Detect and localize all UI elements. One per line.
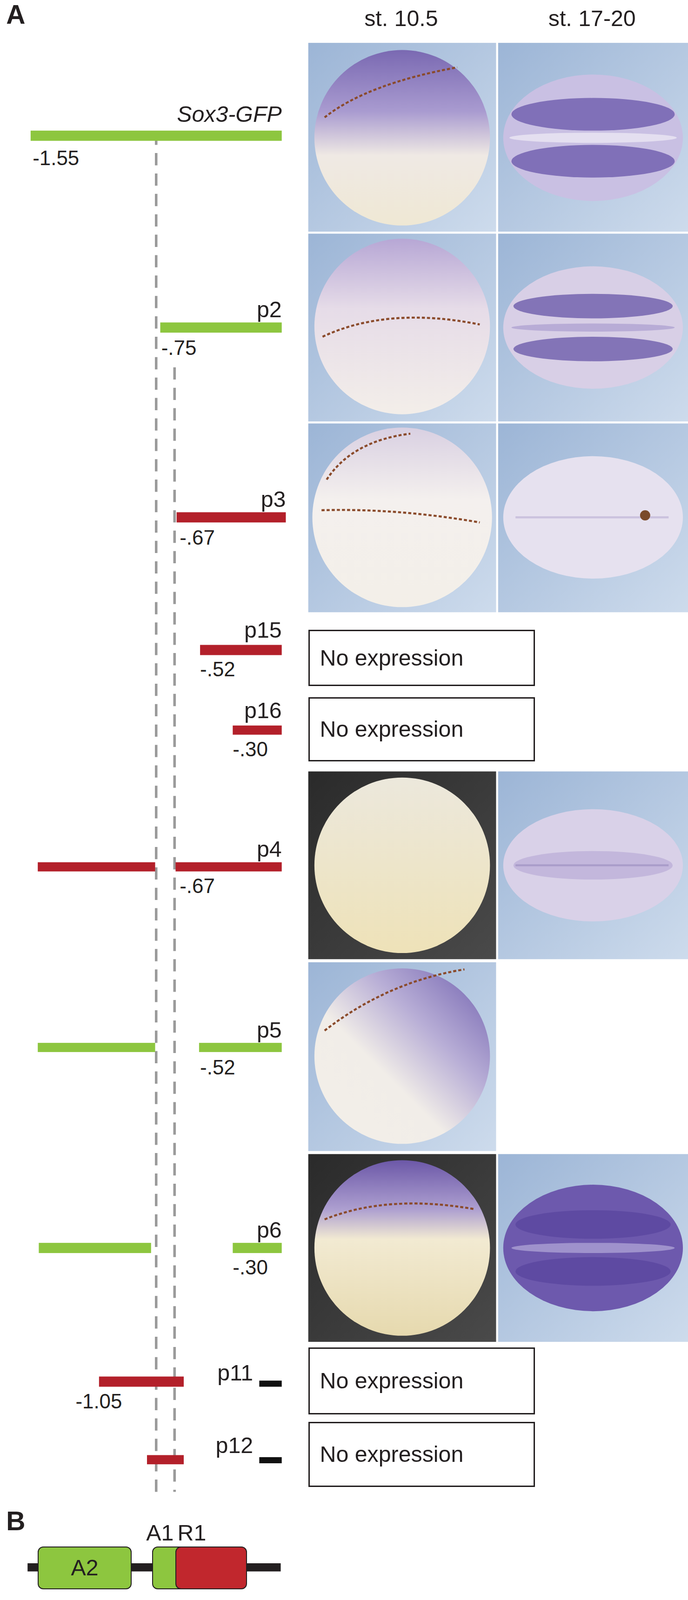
- construct-name: p3: [260, 487, 287, 512]
- element-name: A1: [146, 1520, 174, 1546]
- construct-bar: [232, 1242, 282, 1254]
- neural-stain: [513, 293, 673, 319]
- construct-name: p2: [256, 297, 282, 322]
- construct-bar: [37, 862, 155, 872]
- result-text: No expression: [320, 645, 464, 671]
- construct-bar: [232, 725, 282, 735]
- photo-background: [498, 1154, 688, 1343]
- pigment-line: [324, 67, 458, 118]
- result-text: No expression: [320, 1368, 464, 1394]
- neural-stain: [515, 1257, 671, 1286]
- position-label: -.75: [161, 336, 197, 360]
- guide-line: [154, 132, 158, 1492]
- construct-name: p4: [256, 836, 282, 862]
- result-text: No expression: [320, 716, 464, 742]
- photo-background: [498, 771, 688, 960]
- position-label: -.67: [179, 526, 215, 549]
- position-label: -.52: [200, 658, 236, 681]
- embryo: [503, 456, 683, 579]
- position-label: -1.55: [32, 146, 80, 170]
- construct-name: p16: [244, 698, 282, 723]
- construct-bar: [199, 1042, 282, 1053]
- pigment-line: [322, 317, 480, 337]
- element-name: R1: [177, 1520, 207, 1546]
- embryo: [314, 50, 490, 226]
- embryo: [314, 1160, 490, 1336]
- embryo: [314, 777, 490, 954]
- construct-name: p12: [215, 1433, 254, 1458]
- construct-name: Sox3-GFP: [176, 101, 282, 127]
- photo-background: [308, 1154, 497, 1343]
- midline: [509, 132, 677, 143]
- pigment-line: [326, 433, 411, 480]
- construct-name: p6: [256, 1217, 282, 1243]
- construct-bar: [99, 1376, 184, 1388]
- photo-background: [308, 423, 497, 613]
- panel-letter: A: [6, 0, 26, 30]
- embryo: [503, 809, 683, 922]
- result-box: No expression: [308, 697, 535, 762]
- construct-bar: [146, 1455, 184, 1465]
- pigment-line: [321, 509, 480, 523]
- photo-background: [498, 423, 688, 613]
- stage-header: st. 10.5: [364, 6, 438, 31]
- construct-bar: [30, 130, 282, 141]
- embryo: [314, 238, 490, 415]
- photo-background: [308, 962, 497, 1152]
- element-name: A2: [71, 1555, 99, 1581]
- midline: [511, 323, 675, 332]
- embryo: [503, 74, 683, 201]
- embryo: [503, 1184, 683, 1312]
- construct-name: p11: [217, 1360, 254, 1386]
- position-label: -.30: [232, 738, 268, 761]
- position-label: -.67: [179, 875, 215, 898]
- neural-stain: [513, 851, 673, 880]
- midline: [515, 864, 669, 867]
- construct-bar: [200, 645, 282, 656]
- activator-element: A2: [37, 1546, 132, 1590]
- embryo: [314, 968, 490, 1144]
- construct-bar: [37, 1042, 155, 1053]
- photo-background: [308, 233, 497, 422]
- pigment-spot: [640, 510, 651, 521]
- result-box: No expression: [308, 629, 535, 687]
- construct-bar: [160, 322, 282, 333]
- guide-line: [173, 367, 176, 1493]
- pigment-line: [324, 1203, 475, 1220]
- result-text: No expression: [320, 1442, 464, 1467]
- photo-background: [498, 233, 688, 422]
- construct-bar: [175, 862, 282, 872]
- neural-stain: [513, 336, 673, 362]
- construct-name: p5: [256, 1017, 282, 1043]
- position-label: -.52: [200, 1056, 236, 1079]
- minimal-promoter-bar: [259, 1457, 282, 1464]
- position-label: -.30: [232, 1256, 268, 1279]
- position-label: -1.05: [75, 1390, 122, 1413]
- minimal-promoter-bar: [259, 1380, 282, 1387]
- result-box: No expression: [308, 1347, 535, 1416]
- result-box: No expression: [308, 1422, 535, 1488]
- embryo: [503, 266, 683, 389]
- stage-header: st. 17-20: [548, 6, 636, 31]
- construct-name: p15: [244, 617, 282, 643]
- photo-background: [308, 771, 497, 960]
- neural-stain: [515, 1210, 671, 1239]
- embryo: [312, 427, 492, 608]
- pigment-line: [324, 969, 465, 1031]
- neural-stain: [511, 145, 675, 178]
- photo-background: [498, 42, 688, 232]
- construct-bar: [38, 1242, 151, 1254]
- repressor-element: R1: [175, 1546, 248, 1590]
- panel-letter: B: [6, 1506, 26, 1537]
- neural-stain: [511, 98, 675, 131]
- construct-bar: [176, 512, 287, 523]
- midline: [511, 1242, 675, 1254]
- photo-background: [308, 42, 497, 232]
